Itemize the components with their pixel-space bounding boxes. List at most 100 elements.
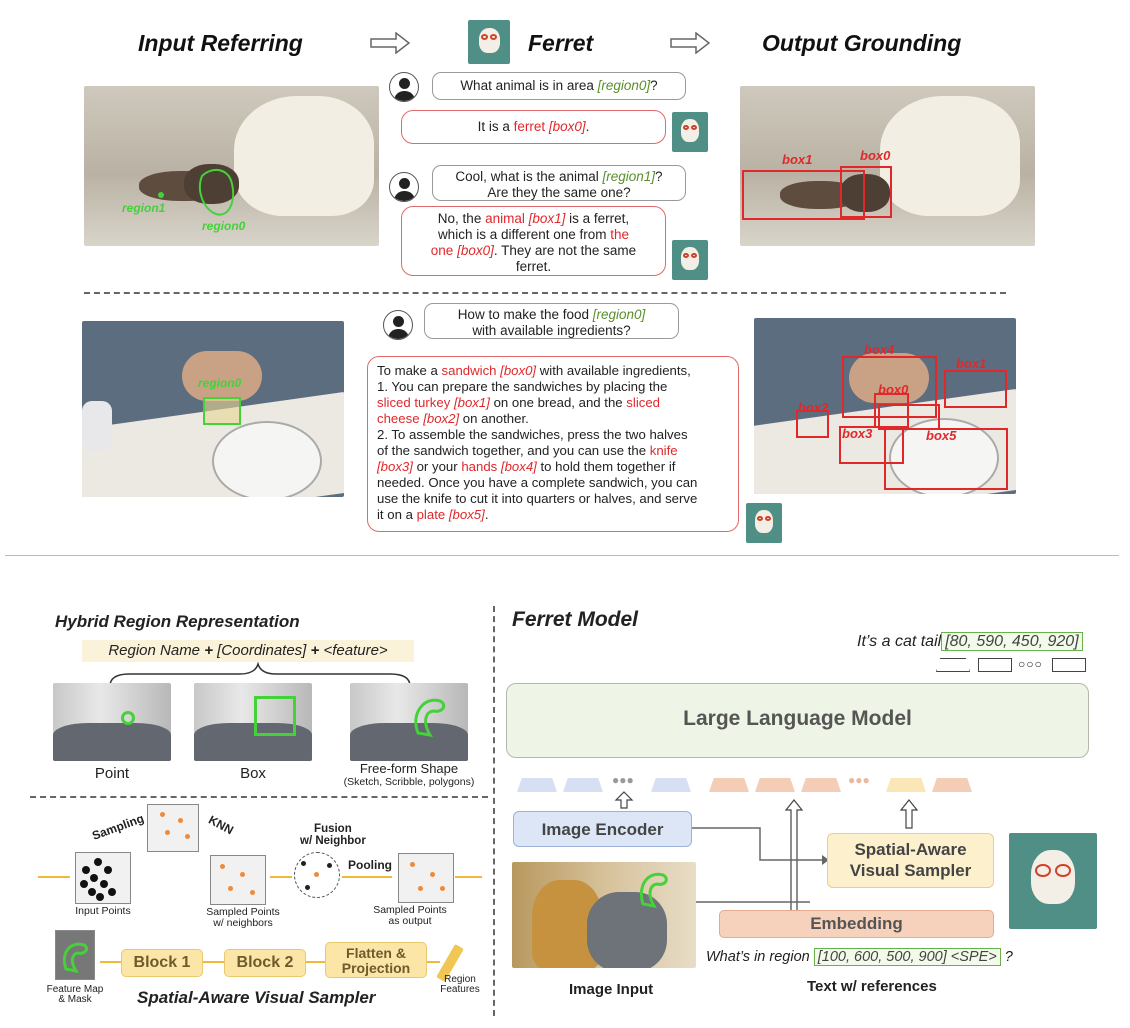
model-title: Ferret Model	[512, 608, 639, 631]
sampled1-line1: Sampled Points	[206, 906, 280, 918]
answer-bubble-1: It is a ferret [box0].	[401, 110, 666, 144]
formula-plus: +	[204, 642, 213, 659]
image-to-sampler-line	[692, 901, 810, 903]
feature-map-cube	[55, 930, 95, 980]
sampler-title: Spatial-Aware Visual Sampler	[137, 988, 376, 1007]
question-end: ?	[1000, 949, 1013, 965]
a3-l1a: To make a	[377, 363, 442, 378]
a3-box1-tag: [box1]	[453, 395, 490, 410]
freeform-example-photo	[350, 683, 468, 761]
a3-sliced-turkey: sliced turkey	[377, 395, 451, 410]
up-arrow-icon	[614, 791, 634, 809]
up-arrow-icon	[899, 799, 919, 829]
a3-l9: use the knife to cut it into quarters or…	[377, 491, 698, 506]
a2-box0-tag: [box0]	[457, 243, 494, 258]
a2-text5: ferret.	[515, 259, 552, 274]
q3-line2: with available ingredients?	[472, 323, 631, 338]
dog-cat-image-input	[512, 862, 696, 968]
region0-label: region0	[198, 376, 242, 390]
input-points-label: Input Points	[75, 905, 131, 917]
image-input-label: Image Input	[569, 981, 654, 998]
a3-box4-tag: [box4]	[500, 459, 537, 474]
output-coords: [80, 590, 450, 920]	[941, 632, 1083, 651]
a2-text2: is a ferret,	[565, 211, 630, 226]
ferret-header: Ferret	[528, 30, 594, 56]
image-encoder-block: Image Encoder	[513, 811, 692, 847]
question-bubble-2: Cool, what is the animal [region1]? Are …	[432, 165, 686, 201]
a3-plate: plate	[416, 507, 446, 522]
fusion-line1: Fusion	[314, 823, 352, 835]
knn-label: KNN	[206, 812, 236, 838]
a1-box-tag: [box0]	[548, 119, 586, 134]
sampler-divider	[30, 796, 488, 798]
flatten-line1: Flatten &	[346, 945, 406, 961]
q1-text: What animal is in area	[460, 78, 598, 93]
a2-box1-tag: [box1]	[528, 211, 566, 226]
a2-text4: . They are not the same	[493, 243, 637, 258]
a3-l3b: on one bread, and the	[489, 395, 627, 410]
a3-sandwich: sandwich	[441, 363, 497, 378]
rf-line2: Features	[440, 984, 480, 995]
ferret-dog-photo-output: box1 box0	[740, 86, 1035, 246]
rf-line1: Region	[444, 974, 476, 985]
hybrid-title: Hybrid Region Representation	[55, 612, 300, 631]
a3-box5-tag: [box5]	[448, 507, 485, 522]
a3-l7a: or your	[412, 459, 462, 474]
llm-block: Large Language Model	[506, 683, 1089, 758]
a3-l2: 1. You can prepare the sandwiches by pla…	[377, 379, 668, 394]
a1-end: .	[585, 119, 590, 134]
text-refs-label: Text w/ references	[807, 978, 937, 995]
right-arrow-icon	[670, 32, 710, 54]
box0-label: box0	[860, 148, 891, 163]
ferret-mascot-icon	[746, 503, 782, 543]
brace-icon	[109, 662, 411, 687]
flatten-projection-block: Flatten &Projection	[325, 942, 427, 978]
sandwich-photo-output: box4 box1 box0 box2 box3 box5	[754, 318, 1016, 494]
box3-label: box3	[842, 426, 873, 441]
ferret-dog-photo-input: region1 region0	[84, 86, 379, 246]
flow-arrows	[38, 876, 482, 878]
input-referring-header: Input Referring	[138, 30, 303, 56]
output-text: It’s a cat tail	[857, 633, 942, 650]
box5-label: box5	[926, 428, 957, 443]
fmap-line2: & Mask	[58, 994, 92, 1005]
q2-text: Cool, what is the animal	[455, 169, 603, 184]
user-avatar-icon	[383, 310, 413, 340]
a2-the: the	[610, 227, 630, 242]
a2-text: No, the	[437, 211, 486, 226]
formula-region-name: Region Name	[108, 642, 205, 659]
a3-l4b: on another.	[459, 411, 529, 426]
ferret-mascot-icon	[672, 240, 708, 280]
fusion-line2: w/ Neighbor	[300, 835, 366, 847]
sampled1-line2: w/ neighbors	[213, 917, 273, 929]
ferret-mascot-icon	[672, 112, 708, 152]
q2-end: ?	[655, 169, 663, 184]
answer-bubble-3: To make a sandwich [box0] with available…	[367, 356, 739, 532]
model-question: What’s in region [100, 600, 500, 900] <S…	[706, 948, 1013, 966]
a3-l1b: with available ingredients,	[536, 363, 691, 378]
question-bubble-3: How to make the food [region0] with avai…	[424, 303, 679, 339]
a3-box2-tag: [box2]	[423, 411, 460, 426]
a2-text3: which is a different one from	[437, 227, 611, 242]
box-example-photo	[194, 683, 312, 761]
question-text: What’s in region	[706, 949, 814, 965]
user-avatar-icon	[389, 172, 419, 202]
ferret-mascot-icon	[1009, 833, 1097, 929]
sampled-cube	[147, 804, 199, 852]
a3-sliced: sliced	[626, 395, 661, 410]
user-avatar-icon	[389, 72, 419, 102]
right-arrow-icon	[370, 32, 410, 54]
freeform-caption: Free-form Shape	[359, 761, 459, 776]
sampler-line1: Spatial-Aware	[854, 840, 967, 859]
a3-box3-tag: [box3]	[377, 459, 413, 474]
output-grounding-header: Output Grounding	[762, 30, 962, 56]
point-example-photo	[53, 683, 171, 761]
flatten-line2: Projection	[341, 960, 411, 976]
block-2: Block 2	[224, 949, 306, 977]
vertical-divider	[493, 606, 495, 1016]
q3-region-tag: [region0]	[592, 307, 646, 322]
q1-end: ?	[650, 78, 658, 93]
